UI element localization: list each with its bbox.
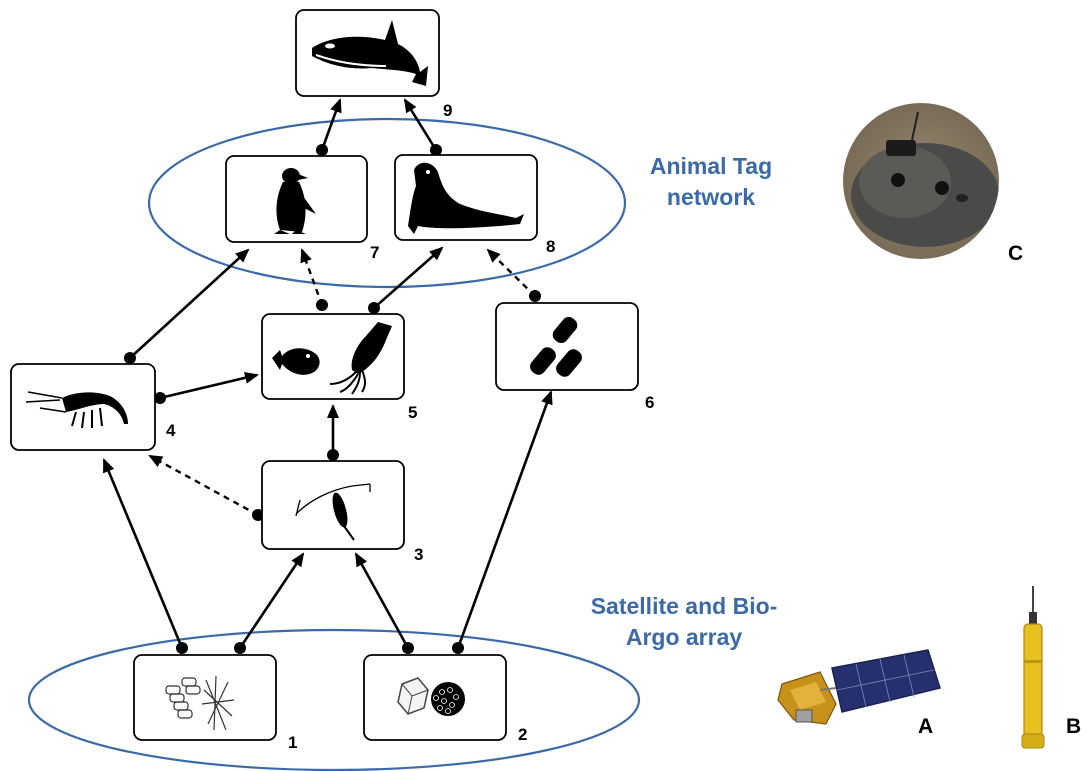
inset-a: A: [777, 649, 941, 738]
arrow-2-to-6: [456, 390, 553, 649]
node-8: 8: [394, 154, 555, 256]
arrow-tail-dots: [124, 144, 541, 654]
satellite-bio-argo-ellipse: [27, 628, 641, 771]
copepod-icon: [295, 483, 371, 541]
arrow-5-to-8: [373, 246, 444, 309]
node-4: 4: [10, 363, 176, 451]
inset-b: B: [1021, 586, 1081, 749]
arrow-8-to-9: [403, 98, 438, 151]
salp-icon: [530, 316, 582, 377]
node-9: 9: [295, 9, 452, 120]
argo-float-icon: [1021, 586, 1045, 749]
orca-icon: [312, 20, 428, 86]
arrow-3-to-4-dashed: [148, 454, 259, 517]
fish-squid-icon: [272, 322, 392, 395]
satellite-line1: Satellite and Bio-: [591, 593, 778, 619]
node-1: 1: [133, 654, 297, 752]
satellite-icon: [777, 649, 941, 725]
node-5-label: 5: [408, 403, 417, 422]
node-6: 6: [495, 302, 654, 412]
arrow-4-to-7: [129, 248, 250, 359]
node-4-label: 4: [166, 421, 176, 440]
node-7-label: 7: [370, 243, 379, 262]
satellite-bio-argo-label: Satellite and Bio- Argo array: [591, 593, 778, 650]
arrow-6-to-8-dashed: [486, 248, 536, 297]
node-7: 7: [225, 155, 379, 262]
coccolithophore-icon: [397, 677, 465, 716]
tagged-seal-photo: [843, 103, 999, 259]
node-2: 2: [363, 654, 527, 744]
animal-tag-network-label: Animal Tag network: [650, 153, 772, 210]
inset-c: C: [843, 103, 1023, 265]
node-6-label: 6: [645, 393, 654, 412]
animal-tag-line2: network: [667, 184, 755, 210]
elephant-seal-icon: [408, 162, 524, 234]
arrow-1-to-3: [238, 552, 305, 649]
inset-c-label: C: [1008, 242, 1023, 265]
diatom-chain-icon: [165, 675, 235, 731]
penguin-icon: [274, 168, 316, 234]
node-8-label: 8: [546, 237, 555, 256]
arrow-7-to-9: [320, 98, 342, 151]
node-1-label: 1: [288, 733, 297, 752]
arrow-4-to-5: [159, 371, 259, 400]
arrow-2-to-3: [354, 552, 410, 649]
node-3-label: 3: [414, 545, 423, 564]
node-3: 3: [261, 460, 423, 564]
animal-tag-network-ellipse: [147, 117, 627, 289]
arrow-1-to-4: [102, 458, 184, 649]
node-2-label: 2: [518, 725, 527, 744]
node-9-label: 9: [443, 101, 452, 120]
krill-icon: [25, 391, 128, 429]
arrow-5-to-7-dashed: [300, 248, 324, 306]
inset-a-label: A: [918, 715, 933, 738]
node-5: 5: [261, 313, 417, 422]
arrows: [102, 98, 553, 649]
inset-b-label: B: [1066, 715, 1081, 738]
satellite-line2: Argo array: [626, 624, 743, 650]
animal-tag-line1: Animal Tag: [650, 153, 772, 179]
